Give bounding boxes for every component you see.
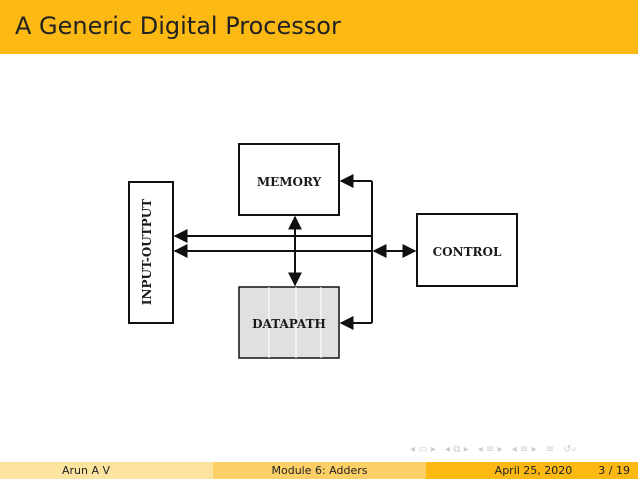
search-icon[interactable]: ↺⌕	[563, 444, 578, 455]
slide-footer: Arun A V Module 6: Adders April 25, 2020…	[0, 462, 638, 479]
control-block: CONTROL	[416, 213, 518, 287]
beamer-navigation[interactable]: ◂ ▭ ▸ ◂ ⧉ ▸ ◂ ≡ ▸ ◂ ≡ ▸ ≡ ↺⌕	[410, 444, 638, 460]
control-label: CONTROL	[433, 245, 502, 259]
datapath-label: DATAPATH	[252, 317, 326, 331]
footer-module: Module 6: Adders	[213, 462, 426, 479]
slide-header: A Generic Digital Processor	[0, 0, 638, 54]
align-icon[interactable]: ≡	[545, 444, 555, 455]
first-icon[interactable]: ◂ ▭ ▸	[410, 444, 436, 455]
memory-block: MEMORY	[238, 143, 340, 216]
input-output-block: INPUT-OUTPUT	[128, 181, 174, 324]
input-output-label: INPUT-OUTPUT	[140, 199, 154, 305]
footer-date: April 25, 2020	[494, 464, 573, 477]
slide-title: A Generic Digital Processor	[15, 12, 341, 40]
prev-frame-icon[interactable]: ◂ ⧉ ▸	[445, 444, 469, 455]
prev-subsection-icon[interactable]: ◂ ≡ ▸	[511, 444, 537, 455]
prev-section-icon[interactable]: ◂ ≡ ▸	[477, 444, 503, 455]
memory-label: MEMORY	[257, 175, 322, 189]
connections	[173, 174, 417, 330]
footer-author: Arun A V	[0, 462, 213, 479]
footer-right: April 25, 2020 3 / 19	[426, 462, 638, 479]
footer-page: 3 / 19	[598, 464, 630, 477]
datapath-block: DATAPATH	[238, 286, 340, 359]
